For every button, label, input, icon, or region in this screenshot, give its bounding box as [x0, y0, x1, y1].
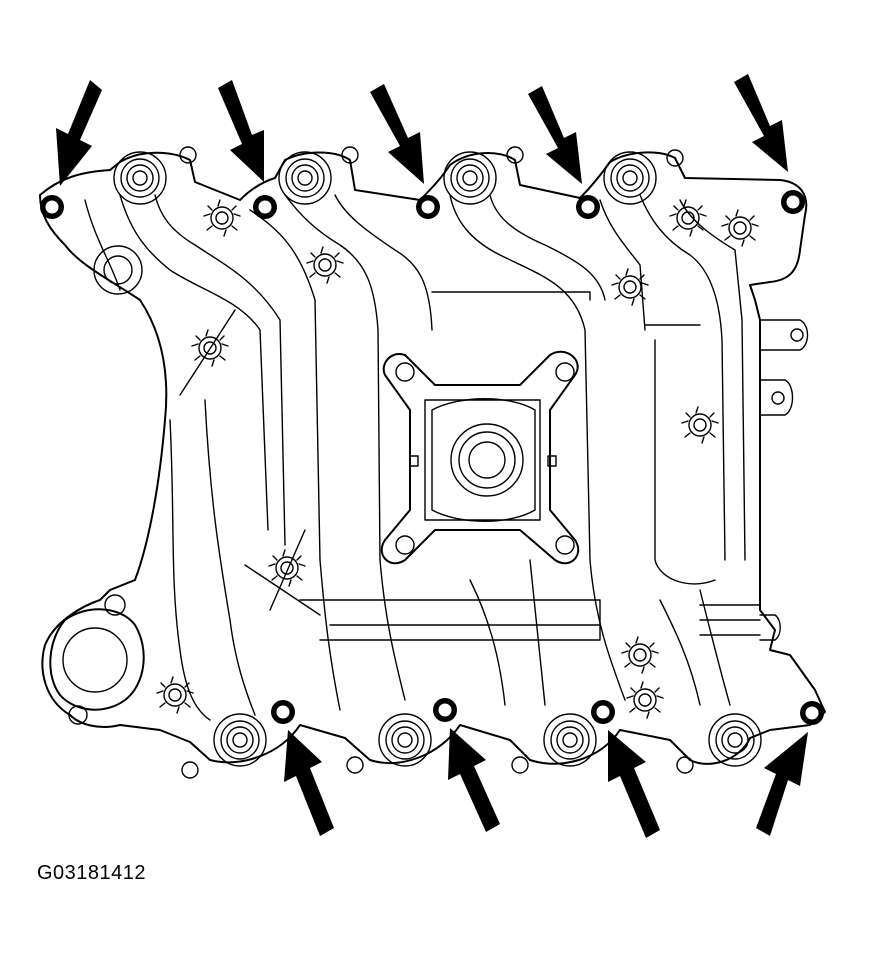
intake-ports-upper — [93, 151, 657, 295]
manifold-bolt-icon — [781, 190, 805, 214]
intake-port — [213, 713, 267, 767]
manifold-stud-icon — [268, 549, 306, 587]
water-outlet-flange — [49, 594, 145, 725]
throttle-body-flange — [380, 350, 580, 565]
manifold-stud-icon — [306, 246, 344, 284]
manifold-bolt-icon — [416, 195, 440, 219]
intake-port — [443, 151, 497, 205]
bolt-pointer-arrow-icon — [218, 80, 264, 182]
manifold-bolt-icon — [576, 195, 600, 219]
manifold-stud-icon — [621, 636, 659, 674]
manifold-studs — [156, 199, 759, 719]
bolt-pointer-arrow-icon — [284, 730, 334, 836]
manifold-outline — [39, 151, 826, 765]
intake-port — [93, 245, 143, 295]
manifold-bolt-icon — [591, 700, 615, 724]
intake-port — [543, 713, 597, 767]
manifold-stud-icon — [156, 676, 194, 714]
bolt-pointer-arrow-icon — [756, 732, 808, 836]
intake-port — [603, 151, 657, 205]
intake-port — [113, 151, 167, 205]
manifold-stud-icon — [203, 199, 241, 237]
bolt-pointer-arrows-top — [56, 74, 788, 186]
manifold-bolt-icon — [800, 701, 824, 725]
right-side-brackets — [759, 319, 809, 641]
manifold-stud-icon — [721, 209, 759, 247]
bolt-pointer-arrow-icon — [608, 730, 660, 838]
bolt-pointer-arrow-icon — [448, 728, 500, 832]
manifold-bolt-icon — [271, 700, 295, 724]
port-lugs — [179, 146, 694, 779]
bolt-pointer-arrow-icon — [370, 84, 424, 184]
intake-port — [278, 151, 332, 205]
bolt-pointer-arrow-icon — [734, 74, 788, 172]
intake-port — [378, 713, 432, 767]
manifold-stud-icon — [626, 681, 664, 719]
manifold-bolt-icon — [433, 698, 457, 722]
manifold-bolt-icon — [40, 195, 64, 219]
bolt-pointer-arrows-bottom — [284, 728, 808, 838]
lower-runner-channels — [169, 399, 731, 721]
manifold-stud-icon — [669, 199, 707, 237]
figure-code: G03181412 — [37, 862, 147, 884]
bolt-pointer-arrow-icon — [56, 80, 102, 186]
intake-port — [708, 713, 762, 767]
manifold-bolt-icon — [253, 195, 277, 219]
manifold-stud-icon — [681, 406, 719, 444]
plenum-body — [299, 291, 761, 641]
bolt-pointer-arrow-icon — [528, 86, 582, 184]
